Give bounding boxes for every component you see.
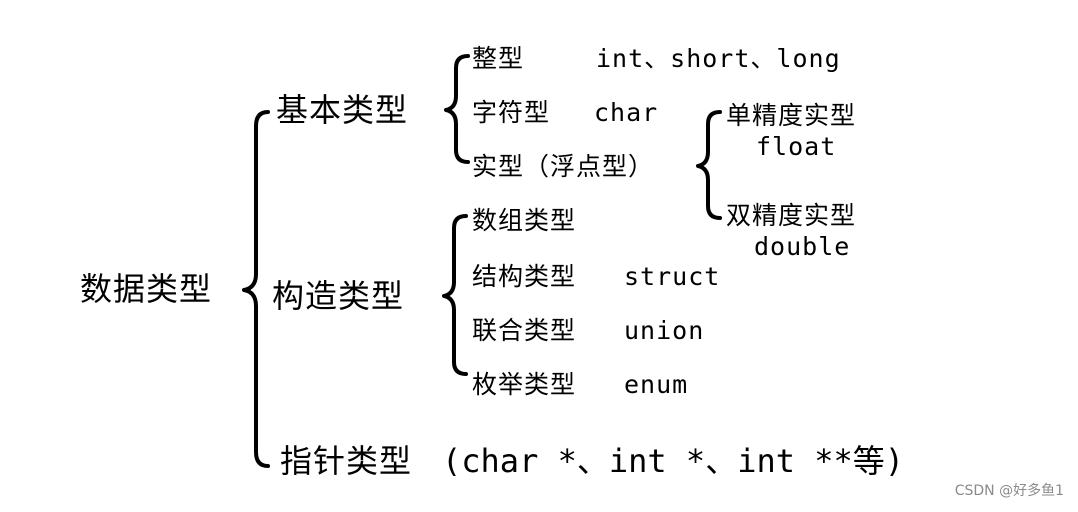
real-brace [696, 110, 722, 220]
pointer-type-label: 指针类型 [280, 442, 413, 480]
basic-brace [444, 54, 470, 164]
union-type-label: 联合类型 [472, 316, 577, 345]
char-type-label: 字符型 [472, 98, 551, 127]
watermark-text: CSDN @好多鱼1 [954, 483, 1064, 499]
struct-keyword: struct [624, 262, 721, 291]
real-type-label: 实型（浮点型） [472, 152, 655, 181]
constructed-brace [442, 214, 468, 376]
constructed-type-label: 构造类型 [272, 277, 405, 315]
enum-type-label: 枚举类型 [472, 370, 577, 399]
double-precision-label: 双精度实型 [726, 201, 857, 230]
enum-keyword: enum [624, 370, 689, 399]
union-keyword: union [624, 316, 705, 345]
struct-type-label: 结构类型 [472, 262, 577, 291]
root-label: 数据类型 [80, 270, 213, 308]
double-precision-keyword: double [754, 232, 851, 261]
root-brace [242, 110, 270, 468]
char-keyword: char [594, 98, 659, 127]
integer-keywords: int、short、long [596, 44, 841, 73]
single-precision-keyword: float [756, 132, 837, 161]
integer-type-label: 整型 [472, 44, 525, 73]
array-type-label: 数组类型 [472, 206, 577, 235]
pointer-examples: (char *、int *、int **等) [442, 442, 905, 480]
basic-type-label: 基本类型 [276, 91, 409, 129]
single-precision-label: 单精度实型 [726, 101, 857, 130]
